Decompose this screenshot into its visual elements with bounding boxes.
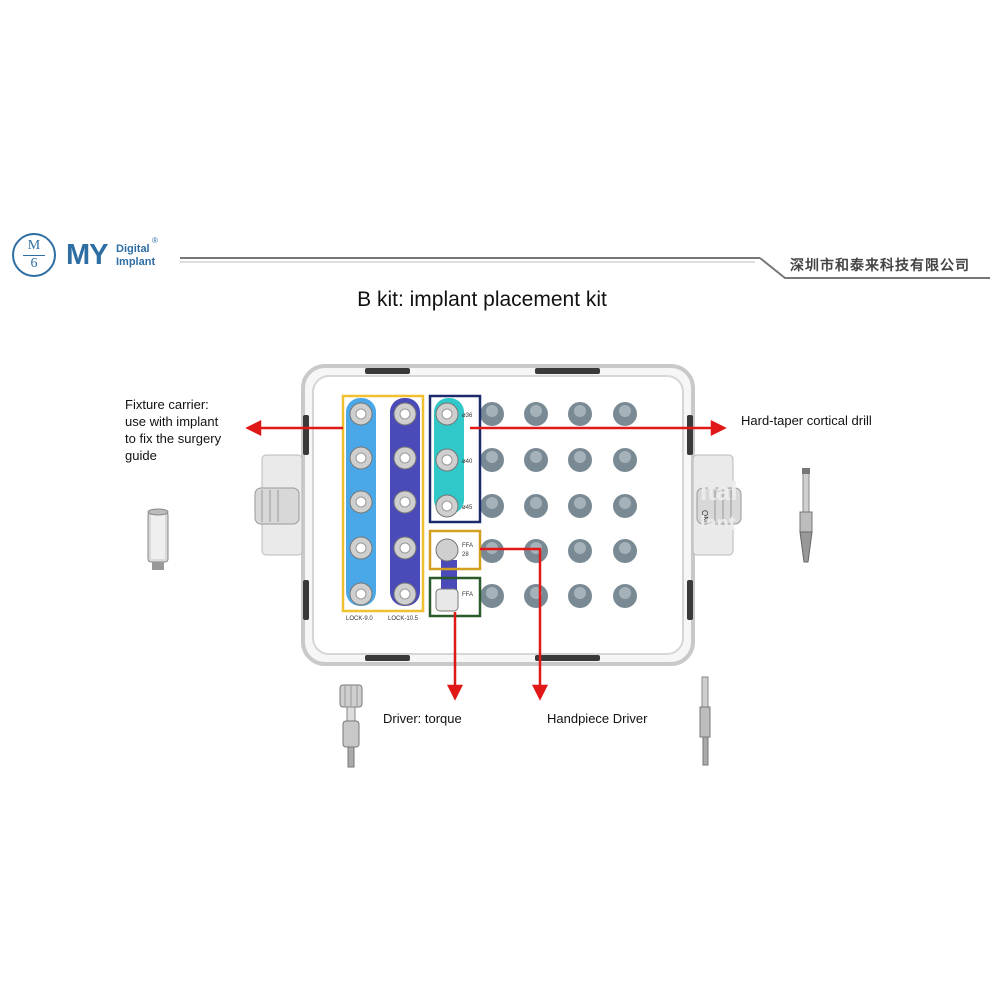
handpiece-driver-label: Handpiece Driver [547, 710, 647, 727]
fixture-carrier-illustration [148, 509, 168, 570]
hard-taper-drill-label: Hard-taper cortical drill [741, 412, 872, 429]
handpiece-driver-illustration [700, 677, 710, 765]
lock-left-label: LOCK-9.0 [346, 616, 373, 622]
ffa-label-2: FFA [462, 592, 473, 598]
fixture-carrier-label-line3: to fix the surgery [125, 430, 221, 447]
fixture-carrier-label-line1: Fixture carrier: [125, 396, 221, 413]
driver-torque-label: Driver: torque [383, 710, 462, 727]
torque-driver-socket [436, 589, 458, 611]
left-latch [255, 455, 302, 555]
torque-driver-illustration [340, 685, 362, 767]
drill-size-2: ø40 [462, 459, 473, 465]
ffa-number: 28 [462, 552, 469, 558]
svg-text:ital: ital [700, 476, 738, 506]
lock-right-label: LOCK-10.5 [388, 616, 419, 622]
fixture-carrier-label-line4: guide [125, 447, 221, 464]
drill-size-1: ø36 [462, 413, 473, 419]
fixture-carrier-label-line2: use with implant [125, 413, 221, 430]
ffa-label: FFA [462, 543, 473, 549]
svg-text:lant: lant [700, 513, 736, 535]
fixture-carrier-label: Fixture carrier: use with implant to fix… [125, 396, 221, 464]
drill-size-3: ø45 [462, 505, 473, 511]
cortical-drill-illustration [800, 468, 812, 562]
ffa-socket [436, 539, 458, 561]
